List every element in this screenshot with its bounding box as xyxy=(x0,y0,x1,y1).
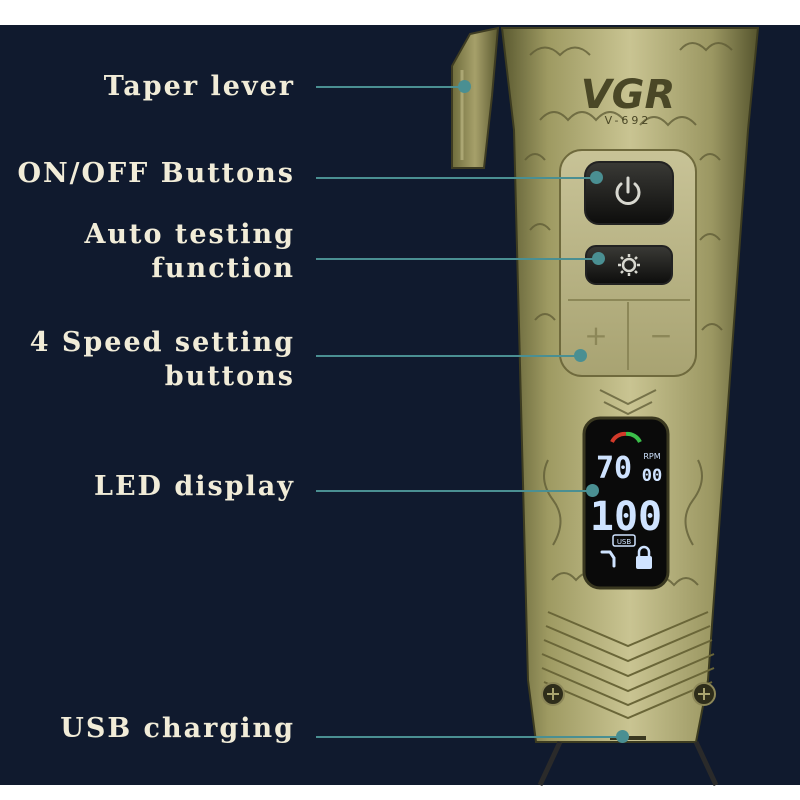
screw-right xyxy=(692,682,716,706)
leader-on-off xyxy=(316,177,596,179)
callout-taper-lever: Taper lever xyxy=(104,70,295,104)
leader-usb-charging xyxy=(316,736,622,738)
callout-text: function xyxy=(151,253,295,284)
callout-auto-testing: Auto testing function xyxy=(84,218,295,286)
callout-speed-buttons: 4 Speed setting buttons xyxy=(30,326,295,394)
blade-icon xyxy=(600,550,616,568)
callout-text: LED display xyxy=(93,471,295,502)
screw-left xyxy=(541,682,565,706)
leader-dot-taper-lever xyxy=(458,80,471,93)
stand xyxy=(537,740,719,787)
auto-test-button xyxy=(585,245,673,285)
engraved-clouds-top xyxy=(524,42,733,331)
minus-button: − xyxy=(649,319,672,352)
led-arc-green xyxy=(625,431,642,444)
power-icon xyxy=(615,176,641,205)
leader-speed-buttons xyxy=(316,355,580,357)
callout-text: USB charging xyxy=(60,713,295,744)
leader-dot-usb-charging xyxy=(616,730,629,743)
leader-dot-speed-buttons xyxy=(574,349,587,362)
led-top-right: 00 xyxy=(642,466,662,486)
callout-text: Taper lever xyxy=(103,71,295,102)
plus-button: + xyxy=(584,319,607,352)
lock-icon xyxy=(636,545,652,569)
leader-dot-on-off xyxy=(590,171,603,184)
led-usb-badge xyxy=(612,534,636,547)
leader-led-display xyxy=(316,490,592,492)
engraved-chevrons xyxy=(541,611,715,720)
callout-text: buttons xyxy=(164,361,295,392)
led-main-value: 100 xyxy=(590,494,662,540)
led-top-value: 70 xyxy=(596,451,632,486)
leader-dot-led-display xyxy=(586,484,599,497)
brand-model: V-692 xyxy=(605,114,652,127)
brand-logo: VGR xyxy=(581,72,676,118)
led-arc-red xyxy=(610,431,627,444)
callout-usb-charging: USB charging xyxy=(60,712,295,746)
leader-taper-lever xyxy=(316,86,464,88)
led-usb-text: USB xyxy=(617,538,632,546)
callout-on-off-buttons: ON/OFF Buttons xyxy=(17,157,295,191)
callout-text: ON/OFF Buttons xyxy=(17,158,295,189)
leader-dot-auto-testing xyxy=(592,252,605,265)
callout-text: Auto testing xyxy=(84,219,295,250)
led-display xyxy=(582,416,670,590)
gear-icon xyxy=(618,254,640,276)
callout-led-display: LED display xyxy=(94,470,295,504)
led-top-unit: RPM xyxy=(643,452,660,461)
callout-text: 4 Speed setting xyxy=(29,327,295,358)
leader-auto-testing xyxy=(316,258,598,260)
